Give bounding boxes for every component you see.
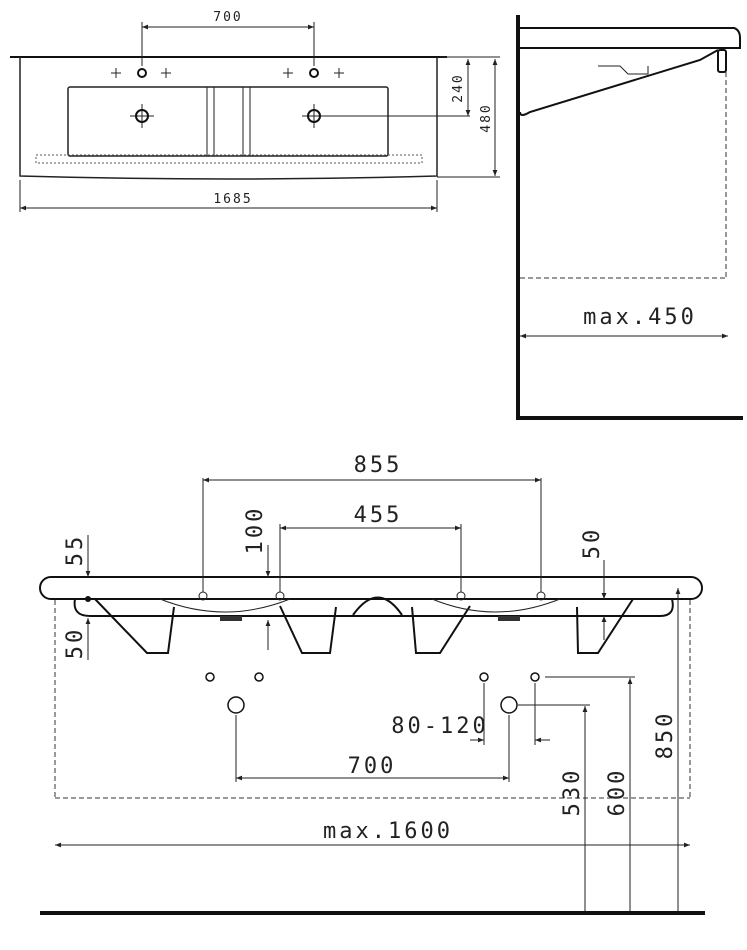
dim-600: 600 (605, 768, 630, 817)
bowl-outline (67, 86, 389, 157)
dim-50-right: 50 (580, 527, 605, 560)
dim-700-top: 700 (213, 10, 242, 25)
dim-100: 100 (243, 506, 268, 555)
side-view: max.450 (516, 15, 743, 420)
basin-underside (73, 598, 674, 617)
drain-right (307, 109, 321, 123)
front-view: 855 455 100 55 50 50 700 80-120 max.1600 (39, 453, 705, 915)
dim-max-450: max.450 (583, 305, 697, 330)
dim-1685: 1685 (213, 192, 252, 207)
dim-240: 240 (451, 73, 466, 102)
dim-850: 850 (653, 711, 678, 760)
top-view: 700 240 480 1685 (10, 10, 500, 212)
dim-max-1600: max.1600 (323, 819, 453, 844)
dim-530: 530 (560, 768, 585, 817)
overflow-line (35, 154, 423, 164)
dim-480: 480 (479, 103, 494, 132)
countertop-front (39, 576, 703, 600)
tap-hole-left (137, 68, 147, 78)
dim-700-front: 700 (348, 754, 397, 779)
basin-outline (19, 57, 438, 180)
dim-55: 55 (63, 534, 88, 567)
dim-855: 855 (354, 453, 403, 478)
tap-hole-right (309, 68, 319, 78)
dim-80-120: 80-120 (391, 714, 488, 739)
dim-455: 455 (354, 503, 403, 528)
dim-50-left: 50 (63, 627, 88, 660)
drain-left (135, 109, 149, 123)
basin-side-profile (520, 27, 741, 49)
